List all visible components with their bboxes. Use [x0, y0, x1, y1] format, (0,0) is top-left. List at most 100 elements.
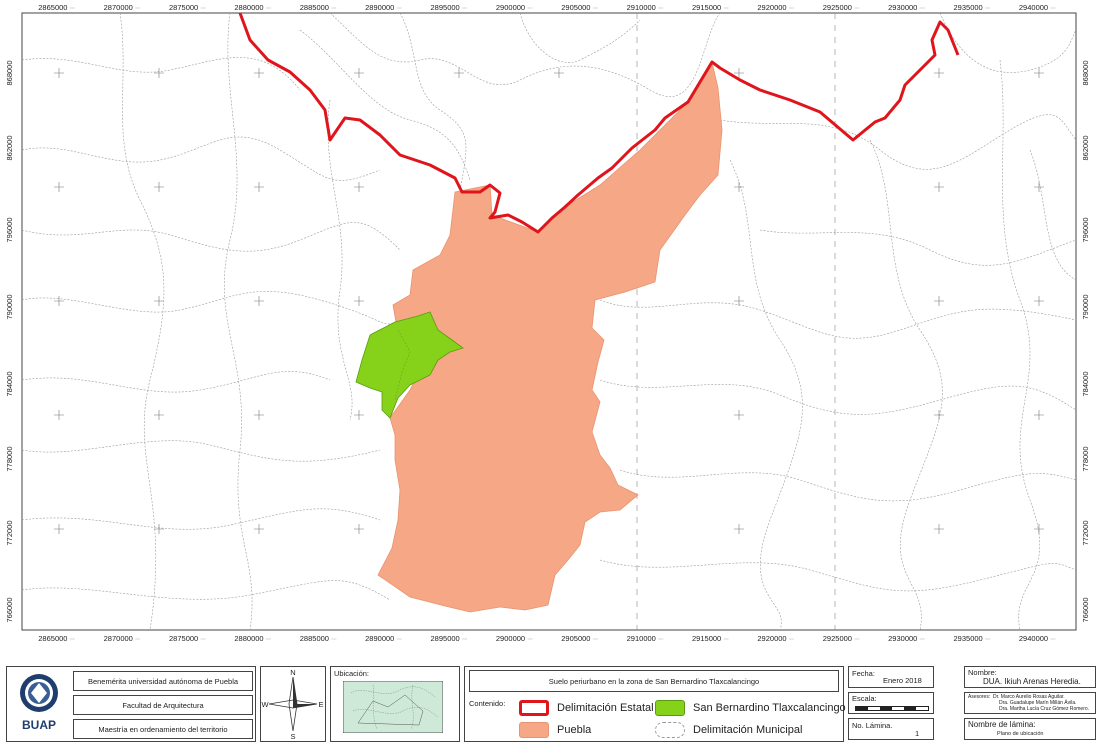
bottom-tick-5: 2890000: [365, 634, 394, 643]
author-label: Nombre:: [968, 668, 997, 677]
location-inset-map: [343, 681, 443, 733]
legend-label-puebla: Puebla: [557, 724, 592, 736]
north-arrow-icon: N S E W: [261, 668, 323, 741]
legend-item-state: Delimitación Estatal: [519, 700, 654, 716]
credits-panel: Nombre: DUA. Ikiuh Arenas Heredia. Aseso…: [964, 666, 1096, 742]
bottom-tick-labels: 2865000 2870000 2875000 2880000 2885000 28900…: [38, 634, 1056, 643]
title-block: BUAP Benemérita universidad autónoma de …: [0, 652, 1096, 742]
bottom-tick-0: 2865000: [38, 634, 67, 643]
scale-label: Escala:: [852, 694, 877, 703]
left-tick-6: 772000: [5, 520, 14, 545]
bottom-tick-9: 2910000: [627, 634, 656, 643]
university-name: Benemérita universidad autónoma de Puebl…: [73, 671, 253, 691]
author-cell: Nombre: DUA. Ikiuh Arenas Heredia.: [964, 666, 1096, 688]
sheet-number-cell: No. Lámina. 1: [848, 718, 934, 740]
south-letter: S: [290, 732, 295, 741]
bottom-tick-4: 2885000: [300, 634, 329, 643]
left-tick-4: 784000: [5, 371, 14, 396]
scale-cell: Escala:: [848, 692, 934, 714]
bottom-tick-1: 2870000: [104, 634, 133, 643]
legend-label-municipal: Delimitación Municipal: [693, 724, 803, 736]
contents-label: Contenido:: [469, 699, 506, 708]
author-value: DUA. Ikiuh Arenas Heredia.: [983, 677, 1081, 686]
sheet-name-value: Plano de ubicación: [997, 731, 1044, 737]
sheet-number-label: No. Lámina.: [852, 721, 893, 730]
legend-item-san-bernardino: San Bernardino Tlaxcalancingo: [655, 700, 846, 716]
top-tick-2: 2875000: [169, 3, 198, 12]
right-tick-labels: 8680008620007960007900007840007780007720…: [1081, 60, 1090, 622]
advisor-3: Dra. Martha Lucía Cruz Gómez Romero.: [999, 706, 1090, 712]
left-tick-3: 790000: [5, 294, 14, 319]
program-name: Maestría en ordenamiento del territorio: [73, 719, 253, 739]
sheet-info-panel: Fecha: Enero 2018 Escala: No. Lámina. 1: [848, 666, 934, 742]
top-tick-12: 2925000: [823, 3, 852, 12]
buap-logo: BUAP: [11, 671, 67, 741]
right-tick-3: 790000: [1081, 294, 1090, 319]
left-tick-0: 868000: [5, 60, 14, 85]
location-label: Ubicación:: [334, 669, 370, 678]
top-tick-11: 2920000: [757, 3, 786, 12]
right-tick-4: 784000: [1081, 371, 1090, 396]
bottom-tick-7: 2900000: [496, 634, 525, 643]
left-tick-7: 766000: [5, 597, 14, 622]
scale-bar: [855, 706, 929, 711]
municipal-boundaries: [21, 12, 1077, 631]
bottom-tick-2: 2875000: [169, 634, 198, 643]
puebla-swatch: [519, 722, 549, 738]
right-tick-2: 796000: [1081, 217, 1090, 242]
location-panel: Ubicación:: [330, 666, 460, 742]
bottom-tick-6: 2895000: [431, 634, 460, 643]
top-tick-8: 2905000: [561, 3, 590, 12]
left-tick-labels: 8680008620007960007900007840007780007720…: [5, 60, 14, 622]
bottom-tick-10: 2915000: [692, 634, 721, 643]
top-tick-14: 2935000: [954, 3, 983, 12]
north-letter: N: [290, 668, 295, 677]
right-tick-0: 868000: [1081, 60, 1090, 85]
legend-label-san-bernardino: San Bernardino Tlaxcalancingo: [693, 702, 846, 714]
right-tick-1: 862000: [1081, 135, 1090, 160]
advisors-cell: Asesores: Dr. Marco Aurelio Rosas Aguila…: [964, 692, 1096, 714]
top-tick-13: 2930000: [888, 3, 917, 12]
west-letter: W: [261, 700, 269, 709]
bottom-tick-14: 2935000: [954, 634, 983, 643]
buap-logo-text: BUAP: [21, 718, 56, 732]
faculty-name: Facultad de Arquitectura: [73, 695, 253, 715]
bottom-tick-13: 2930000: [888, 634, 917, 643]
north-arrow-panel: N S E W: [260, 666, 326, 742]
san-bernardino-polygon: [355, 311, 464, 419]
top-tick-3: 2880000: [234, 3, 263, 12]
top-tick-5: 2890000: [365, 3, 394, 12]
bottom-tick-8: 2905000: [561, 634, 590, 643]
grid-crosses: [54, 68, 1044, 534]
san-bernardino-swatch: [655, 700, 685, 716]
top-tick-15: 2940000: [1019, 3, 1048, 12]
advisor-1: Dr. Marco Aurelio Rosas Aguilar.: [993, 694, 1065, 700]
bottom-tick-3: 2880000: [234, 634, 263, 643]
east-letter: E: [318, 700, 323, 709]
map-neatline: [21, 12, 1077, 631]
municipal-swatch: [655, 722, 685, 738]
date-value: Enero 2018: [883, 676, 922, 685]
left-tick-5: 778000: [5, 446, 14, 471]
puebla-polygon: [377, 60, 723, 613]
top-tick-7: 2900000: [496, 3, 525, 12]
buap-seal-icon: [20, 674, 58, 712]
sheet-name-label: Nombre de lámina:: [968, 720, 1036, 729]
state-boundary-swatch: [519, 700, 549, 716]
legend-item-municipal: Delimitación Municipal: [655, 722, 802, 738]
top-tick-4: 2885000: [300, 3, 329, 12]
bottom-tick-15: 2940000: [1019, 634, 1048, 643]
advisors-label: Asesores:: [968, 694, 991, 700]
contents-panel: Suelo periurbano en la zona de San Berna…: [464, 666, 846, 742]
sheet-name-cell: Nombre de lámina: Plano de ubicación: [964, 718, 1096, 740]
date-label: Fecha:: [852, 669, 875, 678]
top-tick-0: 2865000: [38, 3, 67, 12]
legend-item-puebla: Puebla: [519, 722, 591, 738]
map-canvas[interactable]: 2865000 2870000 2875000 2880000 2885000 28900…: [0, 0, 1096, 652]
right-tick-6: 772000: [1081, 520, 1090, 545]
advisor-2: Dra. Guadalupe Marín Millán Ávila.: [999, 700, 1077, 706]
top-tick-10: 2915000: [692, 3, 721, 12]
bottom-tick-12: 2925000: [823, 634, 852, 643]
left-tick-1: 862000: [5, 135, 14, 160]
